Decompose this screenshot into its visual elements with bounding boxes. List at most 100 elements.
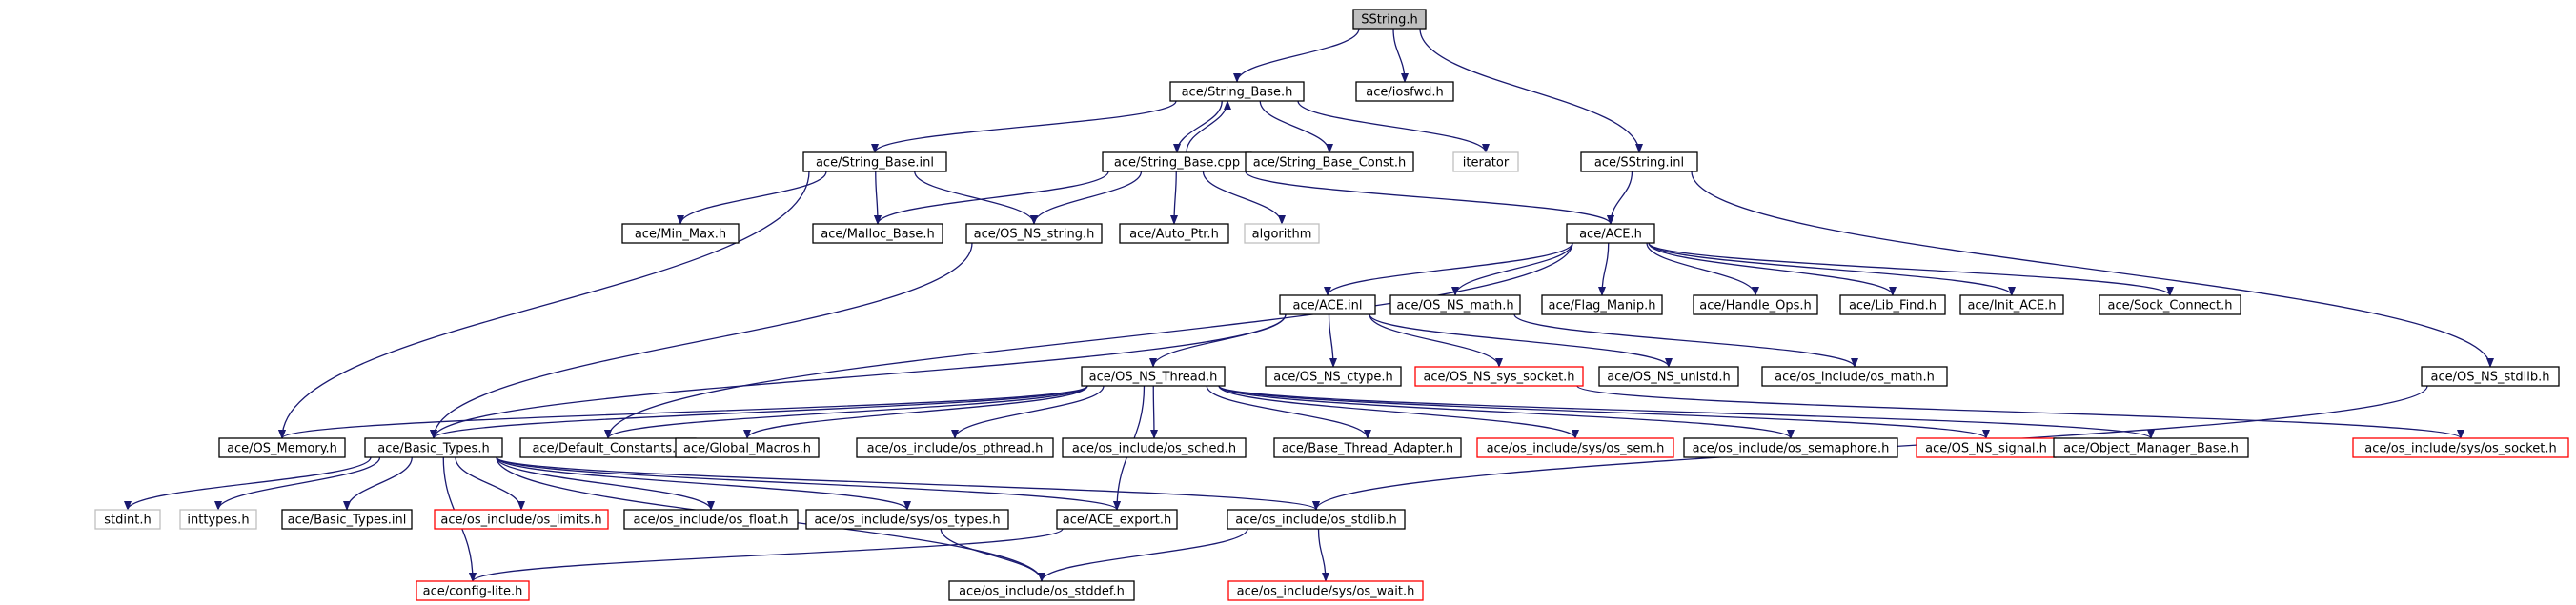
- node-ace-inl[interactable]: ace/ACE.inl: [1279, 294, 1376, 315]
- node-os-ns-stdlib-h[interactable]: ace/OS_NS_stdlib.h: [2421, 366, 2560, 387]
- node-box: [2053, 437, 2249, 458]
- node-ace-h[interactable]: ace/ACE.h: [1566, 223, 1655, 244]
- edge-os-ns-thread-h-to-os-sem-h: [1218, 385, 1579, 439]
- node-basic-types-h[interactable]: ace/Basic_Types.h: [364, 437, 503, 458]
- edge-ace-inl-to-os-ns-unistd-h: [1369, 313, 1673, 368]
- edge-string-base-h-to-string-base-cpp: [1173, 100, 1223, 153]
- node-config-lite-h[interactable]: ace/config-lite.h: [416, 580, 530, 601]
- node-box: [948, 580, 1135, 601]
- edge-os-ns-thread-h-to-basic-types-h: [430, 385, 1088, 439]
- node-os-wait-h[interactable]: ace/os_include/sys/os_wait.h: [1227, 580, 1424, 601]
- node-object-manager-base-h[interactable]: ace/Object_Manager_Base.h: [2053, 437, 2249, 458]
- node-lib-find-h[interactable]: ace/Lib_Find.h: [1839, 294, 1946, 315]
- node-handle-ops-h[interactable]: ace/Handle_Ops.h: [1693, 294, 1818, 315]
- node-label: ace/ACE.h: [1579, 228, 1642, 242]
- node-label: ace/os_include/sys/os_socket.h: [2364, 442, 2556, 456]
- node-label: inttypes.h: [187, 514, 249, 528]
- node-iosfwd-h[interactable]: ace/iosfwd.h: [1355, 81, 1454, 102]
- node-algorithm: algorithm: [1244, 223, 1320, 244]
- edge-os-ns-thread-h-to-os-ns-signal-h: [1218, 385, 1990, 439]
- node-basic-types-inl[interactable]: ace/Basic_Types.inl: [281, 509, 413, 530]
- edge-ace-h-to-ace-inl: [1324, 242, 1573, 296]
- node-label: ace/os_include/os_limits.h: [440, 514, 601, 528]
- node-box: [1355, 81, 1454, 102]
- node-label: algorithm: [1252, 228, 1312, 242]
- node-malloc-base-h[interactable]: ace/Malloc_Base.h: [812, 223, 943, 244]
- node-label: ace/Flag_Manip.h: [1549, 299, 1656, 313]
- node-os-memory-h[interactable]: ace/OS_Memory.h: [218, 437, 346, 458]
- node-box: [1761, 366, 1948, 387]
- node-string-base-const-h[interactable]: ace/String_Base_Const.h: [1245, 151, 1414, 172]
- edge-os-ns-math-h-to-os-math-h: [1513, 313, 1858, 368]
- edge-ace-h-to-os-ns-math-h: [1451, 242, 1573, 296]
- node-sstring-inl[interactable]: ace/SString.inl: [1580, 151, 1698, 172]
- node-os-socket-h[interactable]: ace/os_include/sys/os_socket.h: [2352, 437, 2569, 458]
- node-os-ns-signal-h[interactable]: ace/OS_NS_signal.h: [1916, 437, 2057, 458]
- edge-string-base-inl-to-os-memory-h: [278, 171, 810, 439]
- node-global-macros-h[interactable]: ace/Global_Macros.h: [675, 437, 820, 458]
- node-label: ace/Sock_Connect.h: [2108, 299, 2233, 313]
- node-os-ns-ctype-h[interactable]: ace/OS_NS_ctype.h: [1265, 366, 1402, 387]
- node-label: stdint.h: [104, 514, 151, 528]
- node-box: [621, 223, 740, 244]
- node-os-sched-h[interactable]: ace/os_include/os_sched.h: [1062, 437, 1247, 458]
- node-os-stdlib-h[interactable]: ace/os_include/os_stdlib.h: [1227, 509, 1406, 530]
- node-init-ace-h[interactable]: ace/Init_ACE.h: [1959, 294, 2064, 315]
- edge-os-types-h-to-os-stddef-h: [940, 528, 1045, 582]
- node-box: [965, 223, 1103, 244]
- edge-os-ns-thread-h-to-os-memory-h: [278, 385, 1088, 439]
- node-box: [416, 580, 530, 601]
- node-os-pthread-h[interactable]: ace/os_include/os_pthread.h: [856, 437, 1054, 458]
- edge-os-ns-string-h-to-basic-types-h: [430, 242, 973, 439]
- node-os-ns-thread-h[interactable]: ace/OS_NS_Thread.h: [1081, 366, 1226, 387]
- node-label: ace/Handle_Ops.h: [1699, 299, 1811, 313]
- node-label: ace/iosfwd.h: [1366, 86, 1443, 100]
- node-box: [1541, 294, 1663, 315]
- node-min-max-h[interactable]: ace/Min_Max.h: [621, 223, 740, 244]
- node-base-thread-adapter-h[interactable]: ace/Base_Thread_Adapter.h: [1273, 437, 1462, 458]
- node-box: [1352, 9, 1427, 30]
- node-label: ace/OS_NS_stdlib.h: [2431, 371, 2550, 385]
- node-ace-export-h[interactable]: ace/ACE_export.h: [1056, 509, 1178, 530]
- node-string-base-cpp[interactable]: ace/String_Base.cpp: [1102, 151, 1252, 172]
- node-os-math-h[interactable]: ace/os_include/os_math.h: [1761, 366, 1948, 387]
- node-os-ns-unistd-h[interactable]: ace/OS_NS_unistd.h: [1598, 366, 1739, 387]
- node-os-stddef-h[interactable]: ace/os_include/os_stddef.h: [948, 580, 1135, 601]
- node-label: ace/String_Base.inl: [816, 156, 934, 171]
- node-label: ace/os_include/sys/os_wait.h: [1237, 585, 1415, 599]
- node-os-limits-h[interactable]: ace/os_include/os_limits.h: [434, 509, 609, 530]
- node-os-semaphore-h[interactable]: ace/os_include/os_semaphore.h: [1683, 437, 1898, 458]
- node-box: [1081, 366, 1226, 387]
- node-label: ace/os_include/sys/os_sem.h: [1487, 442, 1665, 456]
- node-os-types-h[interactable]: ace/os_include/sys/os_types.h: [805, 509, 1009, 530]
- node-box: [1227, 580, 1424, 601]
- node-os-ns-sys-socket-h[interactable]: ace/OS_NS_sys_socket.h: [1414, 366, 1584, 387]
- node-box: [2421, 366, 2560, 387]
- node-label: ace/Basic_Types.h: [377, 442, 489, 456]
- node-label: ace/ACE.inl: [1292, 299, 1362, 313]
- node-box: [675, 437, 820, 458]
- node-flag-manip-h[interactable]: ace/Flag_Manip.h: [1541, 294, 1663, 315]
- node-os-ns-string-h[interactable]: ace/OS_NS_string.h: [965, 223, 1103, 244]
- node-box: [1452, 151, 1519, 172]
- edge-ace-h-to-flag-manip-h: [1598, 242, 1610, 296]
- node-label: ace/OS_NS_string.h: [974, 228, 1095, 242]
- node-os-sem-h[interactable]: ace/os_include/sys/os_sem.h: [1476, 437, 1674, 458]
- node-sstring-h[interactable]: SString.h: [1352, 9, 1427, 30]
- node-string-base-inl[interactable]: ace/String_Base.inl: [802, 151, 947, 172]
- node-label: ace/OS_NS_math.h: [1396, 299, 1513, 313]
- node-default-constants-h[interactable]: ace/Default_Constants.h: [519, 437, 697, 458]
- edge-ace-inl-to-os-ns-thread-h: [1149, 313, 1287, 368]
- node-auto-ptr-h[interactable]: ace/Auto_Ptr.h: [1119, 223, 1229, 244]
- edge-sstring-h-to-string-base-h: [1233, 28, 1360, 83]
- node-os-float-h[interactable]: ace/os_include/os_float.h: [623, 509, 799, 530]
- node-string-base-h[interactable]: ace/String_Base.h: [1169, 81, 1305, 102]
- edge-string-base-cpp-to-algorithm: [1202, 171, 1286, 225]
- node-label: ace/Init_ACE.h: [1967, 299, 2056, 313]
- node-box: [2099, 294, 2241, 315]
- edge-basic-types-h-to-os-float-h: [496, 456, 715, 511]
- node-box: [1062, 437, 1247, 458]
- node-sock-connect-h[interactable]: ace/Sock_Connect.h: [2099, 294, 2241, 315]
- node-label: ace/Basic_Types.inl: [288, 514, 407, 528]
- node-os-ns-math-h[interactable]: ace/OS_NS_math.h: [1389, 294, 1521, 315]
